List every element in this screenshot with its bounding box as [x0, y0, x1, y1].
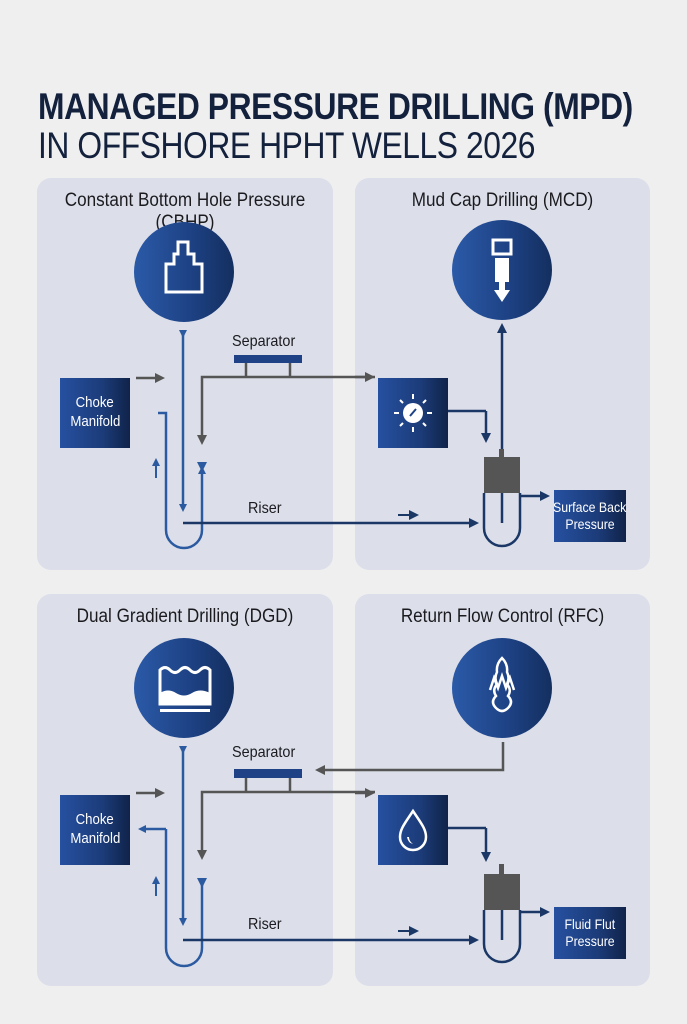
droplet-icon — [398, 808, 428, 852]
panel-title-rfc: Return Flow Control (RFC) — [400, 606, 605, 627]
rfc-droplet-box — [378, 795, 448, 865]
mcd-gauge-box — [378, 378, 448, 448]
cbhp-separator-label: Separator — [232, 333, 296, 350]
cbhp-choke-manifold: Choke Manifold — [60, 378, 130, 448]
flow-valve-icon — [488, 656, 516, 713]
drill-bit-icon — [491, 238, 513, 302]
mcd-output-box: Surface Back Pressure — [553, 490, 627, 542]
dgd-diagram — [136, 742, 505, 968]
rfc-icon-circle — [452, 638, 552, 738]
page-title: MANAGED PRESSURE DRILLING (MPD) IN OFFSH… — [38, 86, 633, 166]
output-label-line-1: Surface Back — [553, 498, 627, 515]
title-line-2: IN OFFSHORE HPHT WELLS 2026 — [38, 124, 536, 166]
mcd-diagram — [448, 323, 550, 548]
cbhp-u-tube — [158, 411, 204, 550]
panel-title-dgd: Dual Gradient Drilling (DGD) — [76, 606, 294, 627]
title-line-1: MANAGED PRESSURE DRILLING (MPD) — [38, 86, 633, 127]
dgd-icon-circle — [134, 638, 234, 738]
cbhp-separator — [234, 355, 302, 363]
rfc-diagram — [448, 826, 550, 964]
choke-label-line-1: Choke — [75, 394, 115, 412]
cbhp-riser-label: Riser — [248, 500, 282, 517]
rfc-choke-body — [484, 874, 520, 910]
choke-label-line-2: Manifold — [70, 413, 120, 430]
panel-title-mcd: Mud Cap Drilling (MCD) — [411, 190, 594, 211]
pressure-gauge-icon — [394, 394, 432, 432]
rfc-output-box: Fluid Flut Pressure — [554, 907, 626, 959]
rfc-feedback-line — [315, 742, 505, 775]
dgd-riser-label: Riser — [248, 916, 282, 933]
mcd-icon-circle — [452, 220, 552, 320]
dgd-return-line — [197, 790, 375, 860]
cbhp-return-line — [197, 375, 375, 445]
dgd-u-tube — [164, 829, 204, 968]
choke-label-line-1: Choke — [75, 811, 115, 829]
cbhp-diagram — [136, 330, 479, 550]
mcd-choke-body — [484, 457, 520, 493]
fluid-layers-icon — [158, 666, 212, 712]
dgd-choke-manifold: Choke Manifold — [60, 795, 130, 865]
stepped-pressure-icon — [164, 240, 204, 294]
output-label-line-2: Pressure — [565, 933, 615, 949]
choke-label-line-2: Manifold — [70, 830, 120, 847]
dgd-separator-label: Separator — [232, 744, 296, 761]
output-label-line-1: Fluid Flut — [564, 915, 616, 932]
output-label-line-2: Pressure — [565, 516, 615, 532]
dgd-separator — [234, 769, 302, 778]
cbhp-icon-circle — [134, 222, 234, 322]
